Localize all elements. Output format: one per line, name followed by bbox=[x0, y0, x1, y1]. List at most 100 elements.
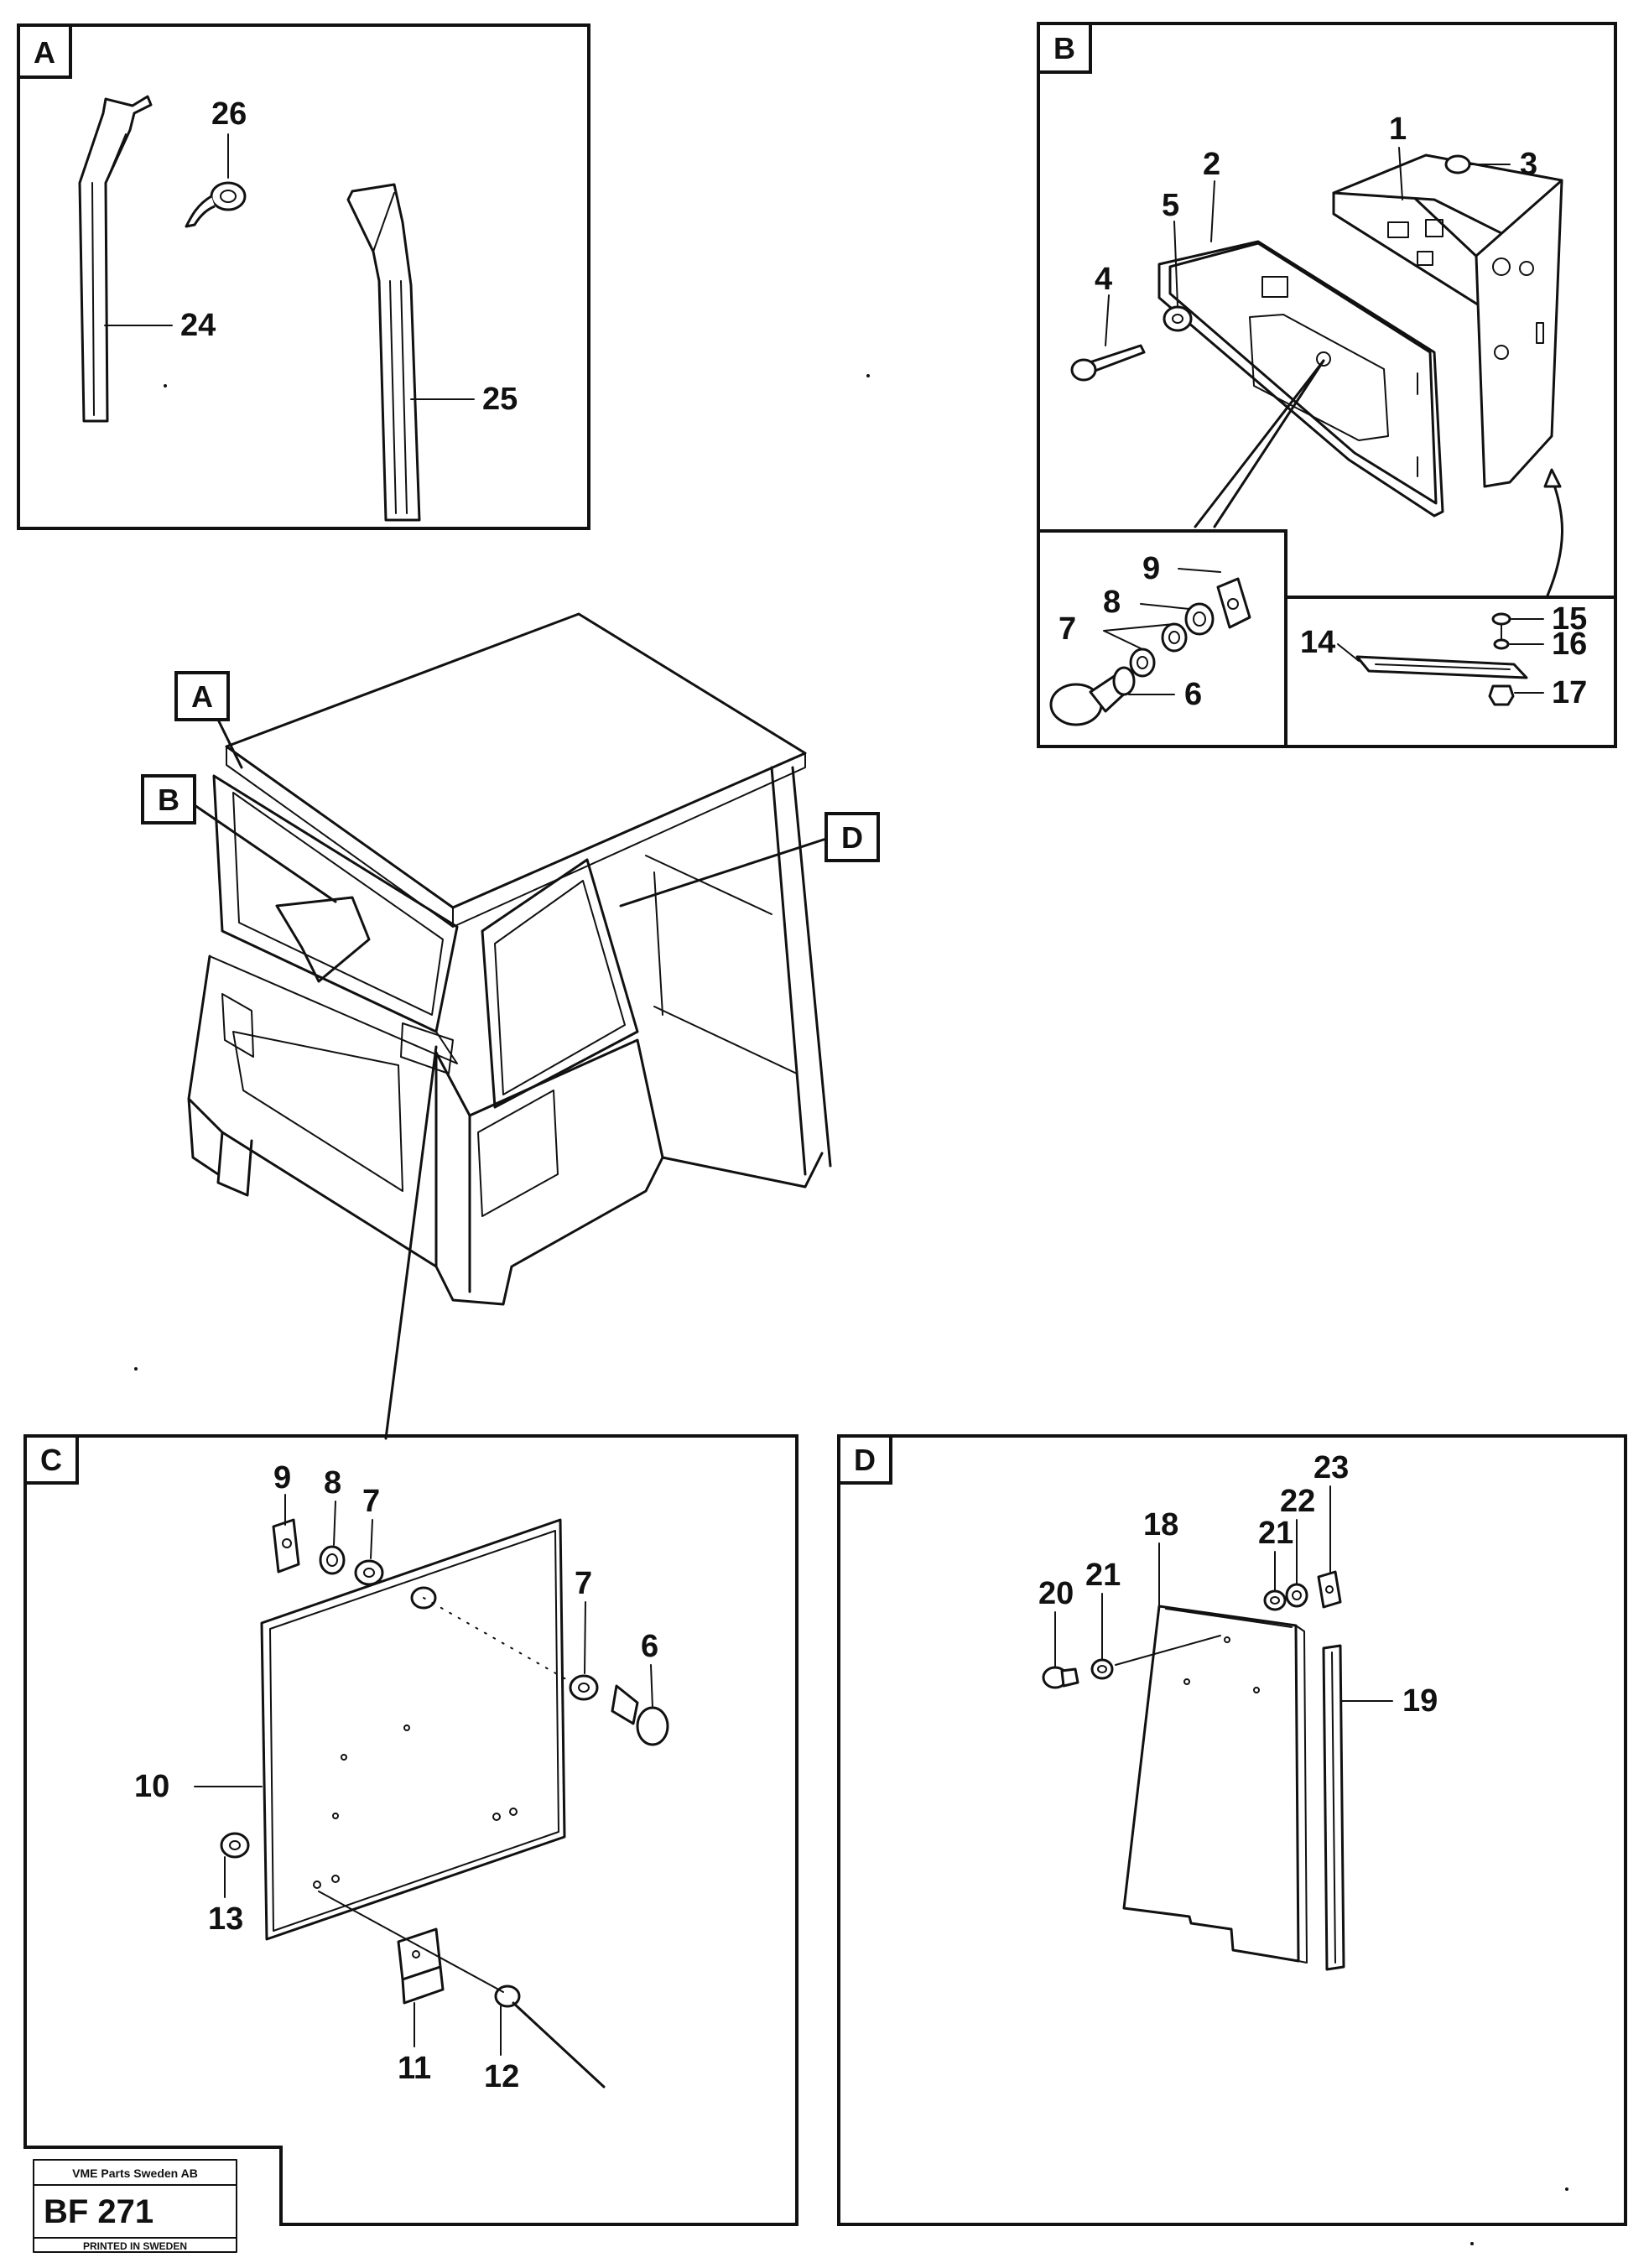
label-d-20: 20 bbox=[1038, 1576, 1074, 1611]
panel-b: B bbox=[1037, 22, 1617, 748]
label-d-23: 23 bbox=[1313, 1450, 1349, 1485]
label-15: 15 bbox=[1552, 601, 1587, 637]
label-16: 16 bbox=[1552, 627, 1587, 662]
cab-callout-b: B bbox=[158, 783, 179, 817]
cab-rear-post bbox=[770, 766, 832, 1176]
pointer-b bbox=[193, 804, 337, 903]
leader-c-7 bbox=[370, 1519, 373, 1559]
label-c-11: 11 bbox=[398, 2051, 431, 2086]
part-8-spring-washer bbox=[319, 1545, 346, 1575]
part-7-washer bbox=[354, 1559, 384, 1586]
panel-a-frame bbox=[17, 23, 590, 530]
assembly-line-c bbox=[423, 1597, 571, 1683]
arrow-b-head bbox=[1543, 468, 1562, 488]
title-stamp: VME Parts Sweden AB BF 271 PRINTED IN SW… bbox=[33, 2159, 237, 2253]
stamp-company: VME Parts Sweden AB bbox=[72, 2167, 198, 2180]
label-2: 2 bbox=[1203, 147, 1220, 182]
part-23-clip-nut bbox=[1317, 1570, 1342, 1609]
panel-b-subbox-left bbox=[1038, 529, 1287, 746]
leader-1 bbox=[1398, 147, 1403, 200]
label-c-10: 10 bbox=[134, 1769, 169, 1804]
cab-callout-a-box bbox=[174, 671, 230, 721]
panel-d-tag: D bbox=[854, 1443, 876, 1477]
label-c-7: 7 bbox=[362, 1484, 380, 1519]
leader-5 bbox=[1173, 221, 1178, 307]
label-7: 7 bbox=[1059, 611, 1076, 647]
stamp-frame bbox=[33, 2159, 237, 2253]
panel-a-tag-box bbox=[17, 23, 72, 79]
panel-b-frame bbox=[1037, 22, 1617, 748]
part-19-seal-strip bbox=[1322, 1644, 1345, 1971]
part-14-bracket bbox=[1355, 655, 1528, 679]
label-24: 24 bbox=[180, 308, 216, 343]
arrow-b-detail bbox=[1546, 476, 1563, 597]
panel-d-frame bbox=[837, 1434, 1627, 2226]
panel-c: C bbox=[23, 1434, 798, 2253]
label-d-18: 18 bbox=[1143, 1507, 1178, 1542]
label-d-21b: 21 bbox=[1258, 1516, 1293, 1551]
panel-d: D bbox=[837, 1434, 1627, 2226]
part-21-washer bbox=[1090, 1589, 1287, 1680]
part-6-knob-bolt bbox=[1049, 666, 1136, 726]
part-11-latch-bracket bbox=[397, 1927, 445, 2005]
part-5-washer bbox=[1163, 305, 1193, 332]
part-18-glass-panel bbox=[1122, 1605, 1308, 1964]
leader-c-8 bbox=[333, 1501, 336, 1546]
leader-7 bbox=[1103, 623, 1175, 650]
label-3: 3 bbox=[1520, 147, 1537, 182]
cab-callout-d-box bbox=[824, 812, 880, 862]
part-16-washer bbox=[1493, 638, 1510, 650]
stamp-printed: PRINTED IN SWEDEN bbox=[83, 2240, 187, 2252]
part-17-nut bbox=[1488, 684, 1515, 706]
cab-callout-b-box bbox=[141, 774, 196, 824]
cab-roof bbox=[225, 612, 807, 909]
part-7-washer-right bbox=[569, 1674, 599, 1701]
panel-a: A 24 25 26 bbox=[17, 23, 590, 530]
cab-side-window bbox=[481, 858, 639, 1109]
label-d-19: 19 bbox=[1402, 1683, 1438, 1719]
label-1: 1 bbox=[1389, 112, 1407, 147]
zoom-line-b-b bbox=[1213, 359, 1325, 528]
pointer-c bbox=[384, 1045, 438, 1440]
leader-c-6 bbox=[650, 1664, 653, 1709]
cab-front-lower bbox=[187, 955, 438, 1268]
panel-a-tag: A bbox=[34, 35, 55, 70]
part-9-clip-nut bbox=[272, 1518, 300, 1574]
part-4-screw bbox=[1070, 344, 1146, 382]
cab-illustration: A B D bbox=[141, 612, 880, 1440]
part-1-instrument-box bbox=[1332, 153, 1563, 488]
leader-9 bbox=[1178, 568, 1221, 573]
stamp-code: BF 271 bbox=[44, 2193, 153, 2230]
label-c-7b: 7 bbox=[575, 1566, 592, 1601]
part-26-clip bbox=[185, 181, 247, 228]
label-4: 4 bbox=[1095, 262, 1112, 297]
label-c-13: 13 bbox=[208, 1901, 243, 1937]
panel-c-tag: C bbox=[40, 1443, 62, 1477]
cab-bottom bbox=[434, 1152, 824, 1306]
panel-b-tag: B bbox=[1053, 31, 1075, 65]
label-17: 17 bbox=[1552, 675, 1587, 710]
label-14: 14 bbox=[1300, 625, 1335, 660]
part-2-panel-plate bbox=[1157, 240, 1444, 518]
part-24-pillar-trim bbox=[78, 95, 153, 423]
part-7-washer bbox=[1129, 622, 1188, 678]
label-c-8: 8 bbox=[324, 1465, 341, 1501]
cab-callout-a: A bbox=[191, 679, 213, 714]
label-25: 25 bbox=[482, 382, 518, 417]
cab-dashboard bbox=[275, 896, 371, 983]
panel-c-tag-box bbox=[23, 1434, 79, 1485]
part-3-knob bbox=[1444, 154, 1471, 174]
label-c-9: 9 bbox=[273, 1460, 291, 1496]
assembly-line-d bbox=[1115, 1635, 1221, 1666]
cab-front-foot bbox=[216, 1131, 253, 1197]
zoom-line-b-a bbox=[1194, 359, 1325, 528]
panel-c-frame bbox=[23, 1434, 798, 2226]
leader-2 bbox=[1210, 180, 1215, 242]
part-13-washer bbox=[220, 1832, 250, 1859]
part-6-knob-bolt bbox=[611, 1684, 669, 1746]
label-c-6: 6 bbox=[641, 1629, 658, 1664]
part-8-spring-washer bbox=[1184, 602, 1215, 636]
label-c-12: 12 bbox=[484, 2059, 519, 2094]
label-9: 9 bbox=[1142, 551, 1160, 586]
